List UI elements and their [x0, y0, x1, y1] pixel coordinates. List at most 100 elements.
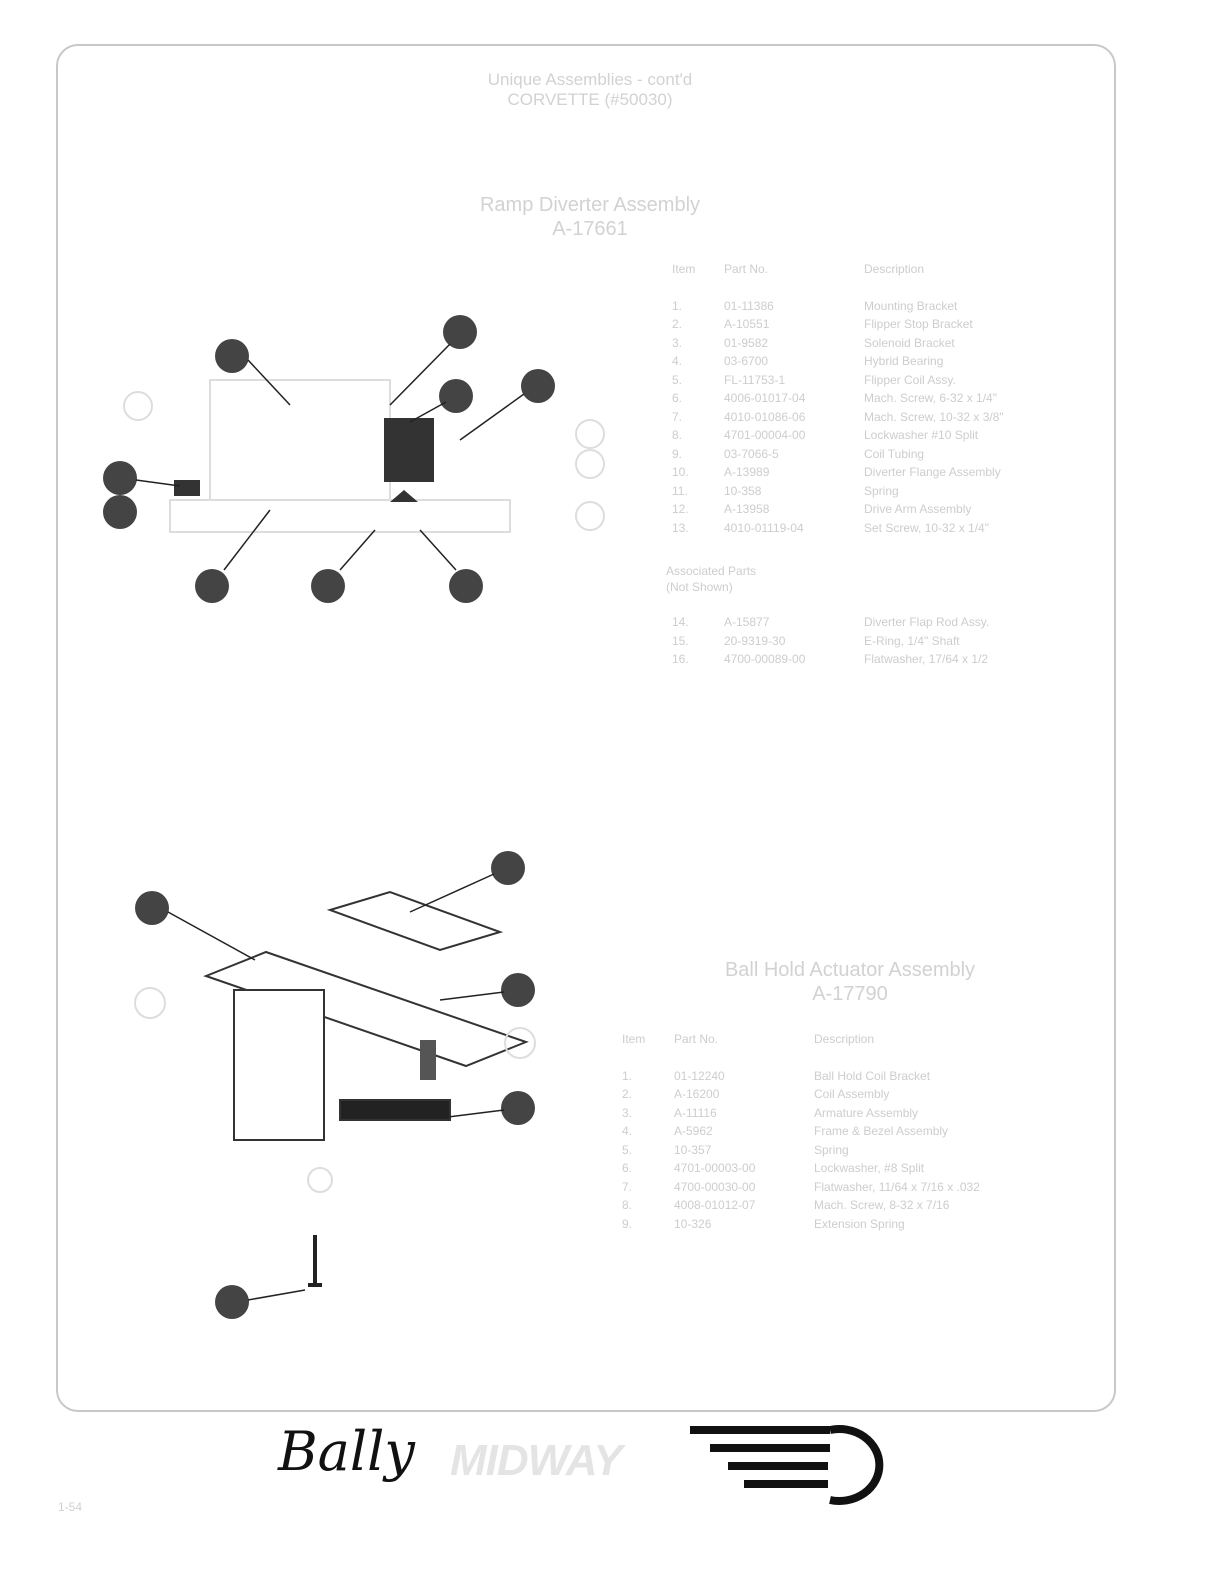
description: Extension Spring — [814, 1216, 905, 1231]
midway-logo: MIDWAY — [450, 1436, 623, 1485]
col-desc: Description — [864, 262, 925, 276]
part-number: 03-6700 — [724, 354, 769, 368]
col-part: Part No. — [724, 262, 769, 276]
bally-logo: Bally — [278, 1420, 415, 1483]
parts-row: 1. 01-12240 Ball Hold Coil Bracket — [622, 1067, 1062, 1086]
part-number: A-15877 — [724, 615, 770, 629]
description: Lockwasher #10 Split — [864, 428, 979, 442]
description: Diverter Flange Assembly — [864, 465, 1001, 479]
item-number: 2. — [672, 317, 683, 331]
part-number: A-16200 — [674, 1087, 720, 1101]
parts-row: 10. A-13989 Diverter Flange Assembly — [672, 463, 1072, 482]
part-number: A-5962 — [674, 1124, 713, 1138]
item-number: 2. — [622, 1087, 633, 1101]
item-number: 4. — [672, 354, 683, 368]
part-number: 01-12240 — [674, 1068, 725, 1083]
part-number: FL-11753-1 — [724, 372, 786, 387]
description: E-Ring, 1/4" Shaft — [864, 633, 960, 648]
col-part: Part No. — [674, 1032, 719, 1046]
item-number: 1. — [672, 298, 683, 313]
description: Drive Arm Assembly — [864, 502, 972, 516]
description: Coil Tubing — [864, 446, 925, 461]
description: Flatwasher, 11/64 x 7/16 x .032 — [814, 1179, 980, 1194]
part-number: 10-326 — [674, 1216, 712, 1231]
table-header: Item Part No. Description — [672, 260, 1072, 279]
part-number: 20-9319-30 — [724, 633, 786, 648]
parts-row: 5. FL-11753-1 Flipper Coil Assy. — [672, 371, 1072, 390]
col-item: Item — [622, 1032, 646, 1046]
part-number: 01-9582 — [724, 335, 769, 350]
parts-row: 4. 03-6700 Hybrid Bearing — [672, 352, 1072, 371]
item-number: 5. — [672, 372, 683, 387]
part-number: 4006-01017-04 — [724, 391, 806, 405]
part-number: 4010-01086-06 — [724, 409, 806, 424]
associated-title: Associated Parts — [666, 564, 757, 578]
col-desc: Description — [814, 1032, 875, 1046]
part-number: 10-358 — [724, 483, 762, 498]
section2-name: Ball Hold Actuator Assembly — [724, 959, 976, 981]
description: Mounting Bracket — [864, 298, 958, 313]
col-item: Item — [672, 262, 696, 276]
description: Spring — [814, 1142, 849, 1157]
page-number: 1-54 — [58, 1500, 83, 1514]
associated-heading: Associated Parts (Not Shown) — [666, 563, 1072, 595]
description: Mach. Screw, 10-32 x 3/8" — [864, 409, 1004, 424]
header-line1: Unique Assemblies - cont'd — [487, 70, 693, 89]
item-number: 8. — [672, 428, 683, 442]
page-header: Unique Assemblies - cont'd CORVETTE (#50… — [400, 70, 780, 110]
parts-row: 2. A-16200 Coil Assembly — [622, 1085, 1062, 1104]
part-number: 4010-01119-04 — [724, 520, 804, 535]
item-number: 1. — [622, 1068, 633, 1083]
ramp-diverter-diagram — [103, 315, 605, 603]
description: Flipper Coil Assy. — [864, 372, 956, 387]
part-number: 4701-00004-00 — [724, 428, 806, 442]
part-number: A-13989 — [724, 465, 770, 479]
part-number: 4701-00003-00 — [674, 1161, 756, 1175]
item-number: 16. — [672, 652, 689, 666]
section2-part: A-17790 — [812, 983, 888, 1005]
part-number: 4700-00030-00 — [674, 1179, 756, 1194]
description: Diverter Flap Rod Assy. — [864, 615, 990, 629]
description: Hybrid Bearing — [864, 354, 944, 368]
item-number: 11. — [672, 483, 688, 498]
part-number: 4008-01012-07 — [674, 1198, 756, 1212]
description: Mach. Screw, 6-32 x 1/4" — [864, 391, 997, 405]
item-number: 9. — [622, 1216, 633, 1231]
page-border — [56, 44, 1116, 1412]
item-number: 12. — [672, 502, 689, 516]
item-number: 5. — [622, 1142, 633, 1157]
item-number: 4. — [622, 1124, 633, 1138]
part-number: 4700-00089-00 — [724, 652, 806, 666]
item-number: 9. — [672, 446, 683, 461]
item-number: 14. — [672, 615, 689, 629]
section2-title: Ball Hold Actuator Assembly A-17790 — [640, 958, 1060, 1006]
section1-title: Ramp Diverter Assembly A-17661 — [400, 193, 780, 241]
part-number: A-10551 — [724, 317, 770, 331]
item-number: 3. — [672, 335, 683, 350]
item-number: 10. — [672, 465, 689, 479]
description: Coil Assembly — [814, 1087, 890, 1101]
parts-row: 3. 01-9582 Solenoid Bracket — [672, 334, 1072, 353]
parts-row: 16. 4700-00089-00 Flatwasher, 17/64 x 1/2 — [672, 650, 1072, 669]
description: Ball Hold Coil Bracket — [814, 1068, 931, 1083]
ball-hold-actuator-diagram — [134, 851, 536, 1319]
header-line2: CORVETTE (#50030) — [507, 90, 673, 109]
description: Solenoid Bracket — [864, 335, 955, 350]
description: Flatwasher, 17/64 x 1/2 — [864, 652, 989, 666]
item-number: 8. — [622, 1198, 633, 1212]
